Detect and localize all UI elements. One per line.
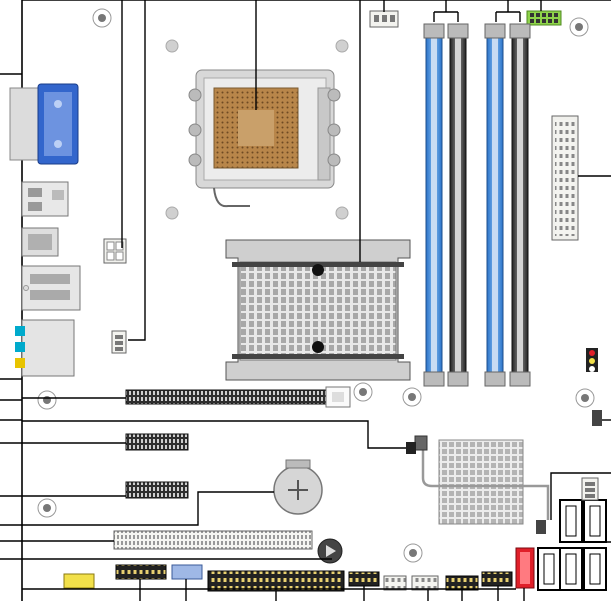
dimm-slots [423, 23, 531, 387]
pin-header-icon [115, 564, 167, 580]
sata-port-icon [583, 499, 607, 543]
memory-slot-icon [447, 23, 469, 387]
sata-port-icon [559, 499, 583, 543]
memory-slot-icon [423, 23, 445, 387]
fan-header-icon [581, 477, 599, 501]
jumper-icon [592, 410, 602, 426]
pcie-x16-slot-icon [125, 386, 351, 408]
sata-port-icon [515, 547, 535, 589]
rear-io-panel [9, 83, 81, 377]
memory-slot-icon [509, 23, 531, 387]
vga-port-icon [9, 83, 79, 165]
mounting-hole-icon [37, 390, 57, 410]
led-header-icon [586, 348, 598, 372]
sata-port-icon [537, 547, 561, 591]
pin-header-icon [481, 571, 513, 587]
system-fan-header-icon [369, 10, 399, 28]
usb-port-icon [21, 265, 81, 311]
jumper-icon [406, 442, 416, 454]
sata-port-icon [559, 547, 583, 591]
pin-header-icon [171, 564, 203, 580]
pin-header-icon [526, 10, 562, 26]
sata-connectors [537, 499, 607, 591]
mounting-holes [37, 8, 595, 563]
cpu-socket-icon [188, 69, 341, 208]
front-panel-headers [63, 564, 513, 591]
ide-connector-icon [207, 570, 345, 592]
memory-slot-icon [484, 23, 506, 387]
pci-slot-icon [113, 530, 313, 550]
usb-port-icon [21, 181, 69, 217]
mounting-hole-icon [353, 382, 373, 402]
southbridge-heatsink-icon [414, 435, 550, 525]
ethernet-port-icon [21, 227, 59, 257]
speaker-icon [317, 538, 343, 564]
pin-header-icon [445, 575, 479, 591]
mounting-hole-icon [402, 387, 422, 407]
mounting-hole-icon [575, 388, 595, 408]
pin-header-icon [348, 571, 380, 587]
jumper-icon [536, 520, 546, 534]
atx12v-power-connector-icon [103, 238, 127, 264]
pin-header-icon [63, 573, 95, 589]
audio-jack-icon [15, 319, 75, 377]
northbridge-heatsink-icon [225, 239, 411, 381]
pin-header-icon [411, 575, 439, 591]
pin-header-icon [383, 575, 407, 591]
mounting-hole-icon [92, 8, 112, 28]
coin-battery-icon [273, 459, 323, 515]
cpu-fan-header-icon [111, 330, 127, 354]
pcie-x1-slot-icon [125, 481, 189, 499]
mounting-hole-icon [37, 498, 57, 518]
atx-main-power-connector-icon [551, 115, 579, 241]
mounting-hole-icon [403, 543, 423, 563]
mounting-hole-icon [569, 17, 589, 37]
pcie-x1-slot-icon [125, 433, 189, 451]
sata-port-icon [583, 547, 607, 591]
